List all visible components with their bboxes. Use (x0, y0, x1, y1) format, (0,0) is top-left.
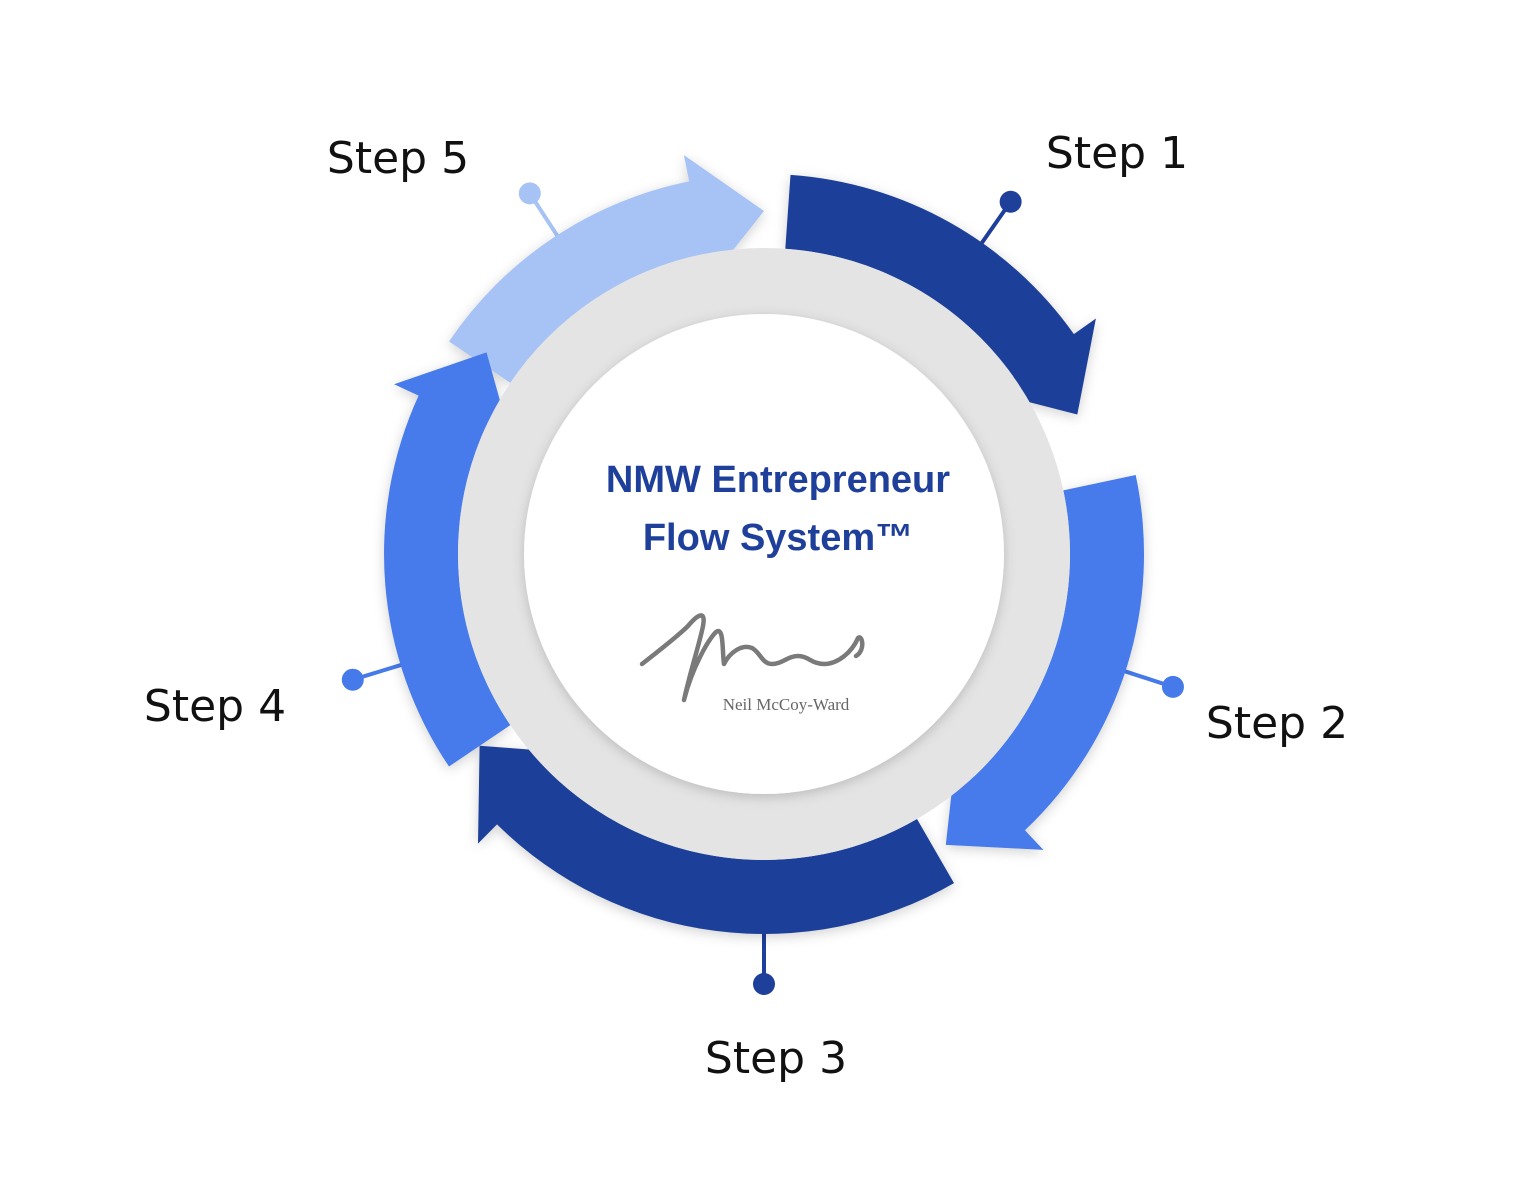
step-1-arrow (785, 174, 1096, 415)
step-1-label: Step 1 (1046, 128, 1188, 179)
cycle-ring (384, 155, 1145, 935)
diagram-title-line1: NMW Entrepreneur (606, 459, 950, 501)
step-4-dot (341, 668, 364, 691)
signature-logo: Neil McCoy-Ward (639, 613, 865, 714)
diagram-title-line2: Flow System™ (643, 517, 913, 559)
center-circle (524, 314, 1004, 794)
step-1-dot (999, 190, 1022, 213)
step-3-label: Step 3 (705, 1033, 847, 1084)
step-2-label: Step 2 (1206, 698, 1348, 749)
step-2-dot (1161, 675, 1184, 698)
step-5-label: Step 5 (327, 133, 469, 184)
step-5-arrow (449, 155, 764, 383)
step-pins: Step 1 Step 2 Step 3 Step 4 Step 5 (144, 128, 1348, 1084)
step-2-arrow (945, 475, 1145, 850)
step-4-arrow (384, 352, 511, 767)
step-4-label: Step 4 (144, 681, 286, 732)
signature-text: Neil McCoy-Ward (723, 695, 850, 714)
step-3-dot (753, 973, 775, 995)
step-3-arrow (478, 745, 954, 935)
step-5-dot (518, 182, 541, 205)
signature-scribble (639, 613, 865, 703)
